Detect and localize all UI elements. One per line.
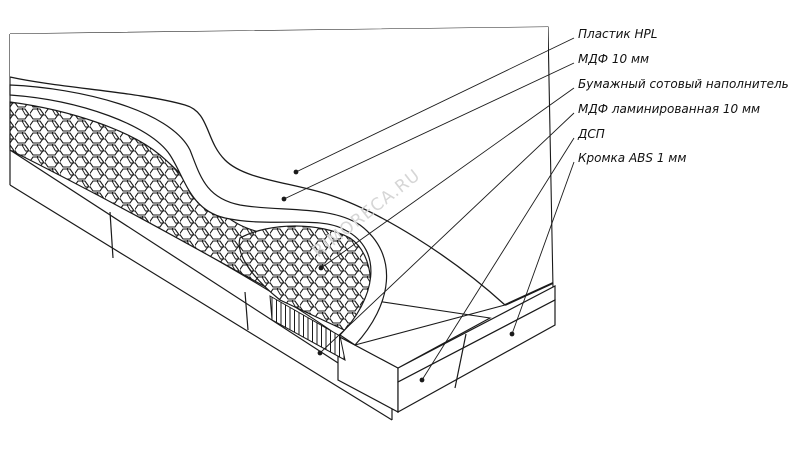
honeycomb-cells-section — [269, 295, 346, 361]
label-abs-edge: Кромка ABS 1 мм — [578, 151, 687, 165]
chipboard-block — [337, 285, 556, 414]
leader-laminated-mdf — [319, 112, 575, 354]
label-hpl-plastic: Пластик HPL — [578, 27, 658, 41]
label-honeycomb-filler: Бумажный сотовый наполнитель — [578, 77, 789, 91]
abs-edge-strip — [504, 282, 554, 306]
leader-mdf — [283, 62, 575, 200]
leader-abs-edge — [511, 161, 575, 335]
hpl-plastic-sheet-edge — [9, 76, 506, 306]
leader-dots — [281, 169, 515, 383]
label-mdf-10mm: МДФ 10 мм — [578, 52, 650, 66]
leader-hpl — [295, 37, 575, 173]
leader-lines — [283, 37, 575, 381]
leader-honeycomb — [320, 87, 575, 269]
label-chipboard: ДСП — [578, 127, 605, 141]
hpl-sheet-lower-edge — [354, 304, 506, 346]
hpl-plastic-sheet — [10, 27, 548, 305]
label-laminated-mdf: МДФ ламинированная 10 мм — [578, 102, 761, 116]
leader-chipboard — [421, 137, 575, 381]
board-front-face — [9, 149, 393, 421]
